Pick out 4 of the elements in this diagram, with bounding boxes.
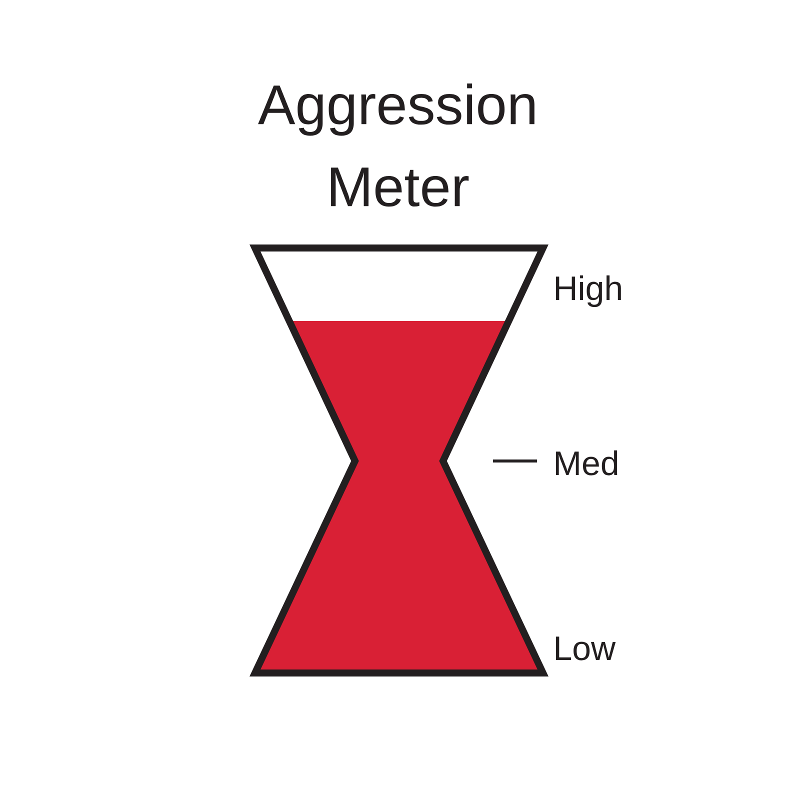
title: Aggression Meter <box>258 84 534 207</box>
scale-label: Med <box>556 450 618 476</box>
scale-label: High <box>556 275 621 308</box>
scale-label: Low <box>556 636 616 660</box>
